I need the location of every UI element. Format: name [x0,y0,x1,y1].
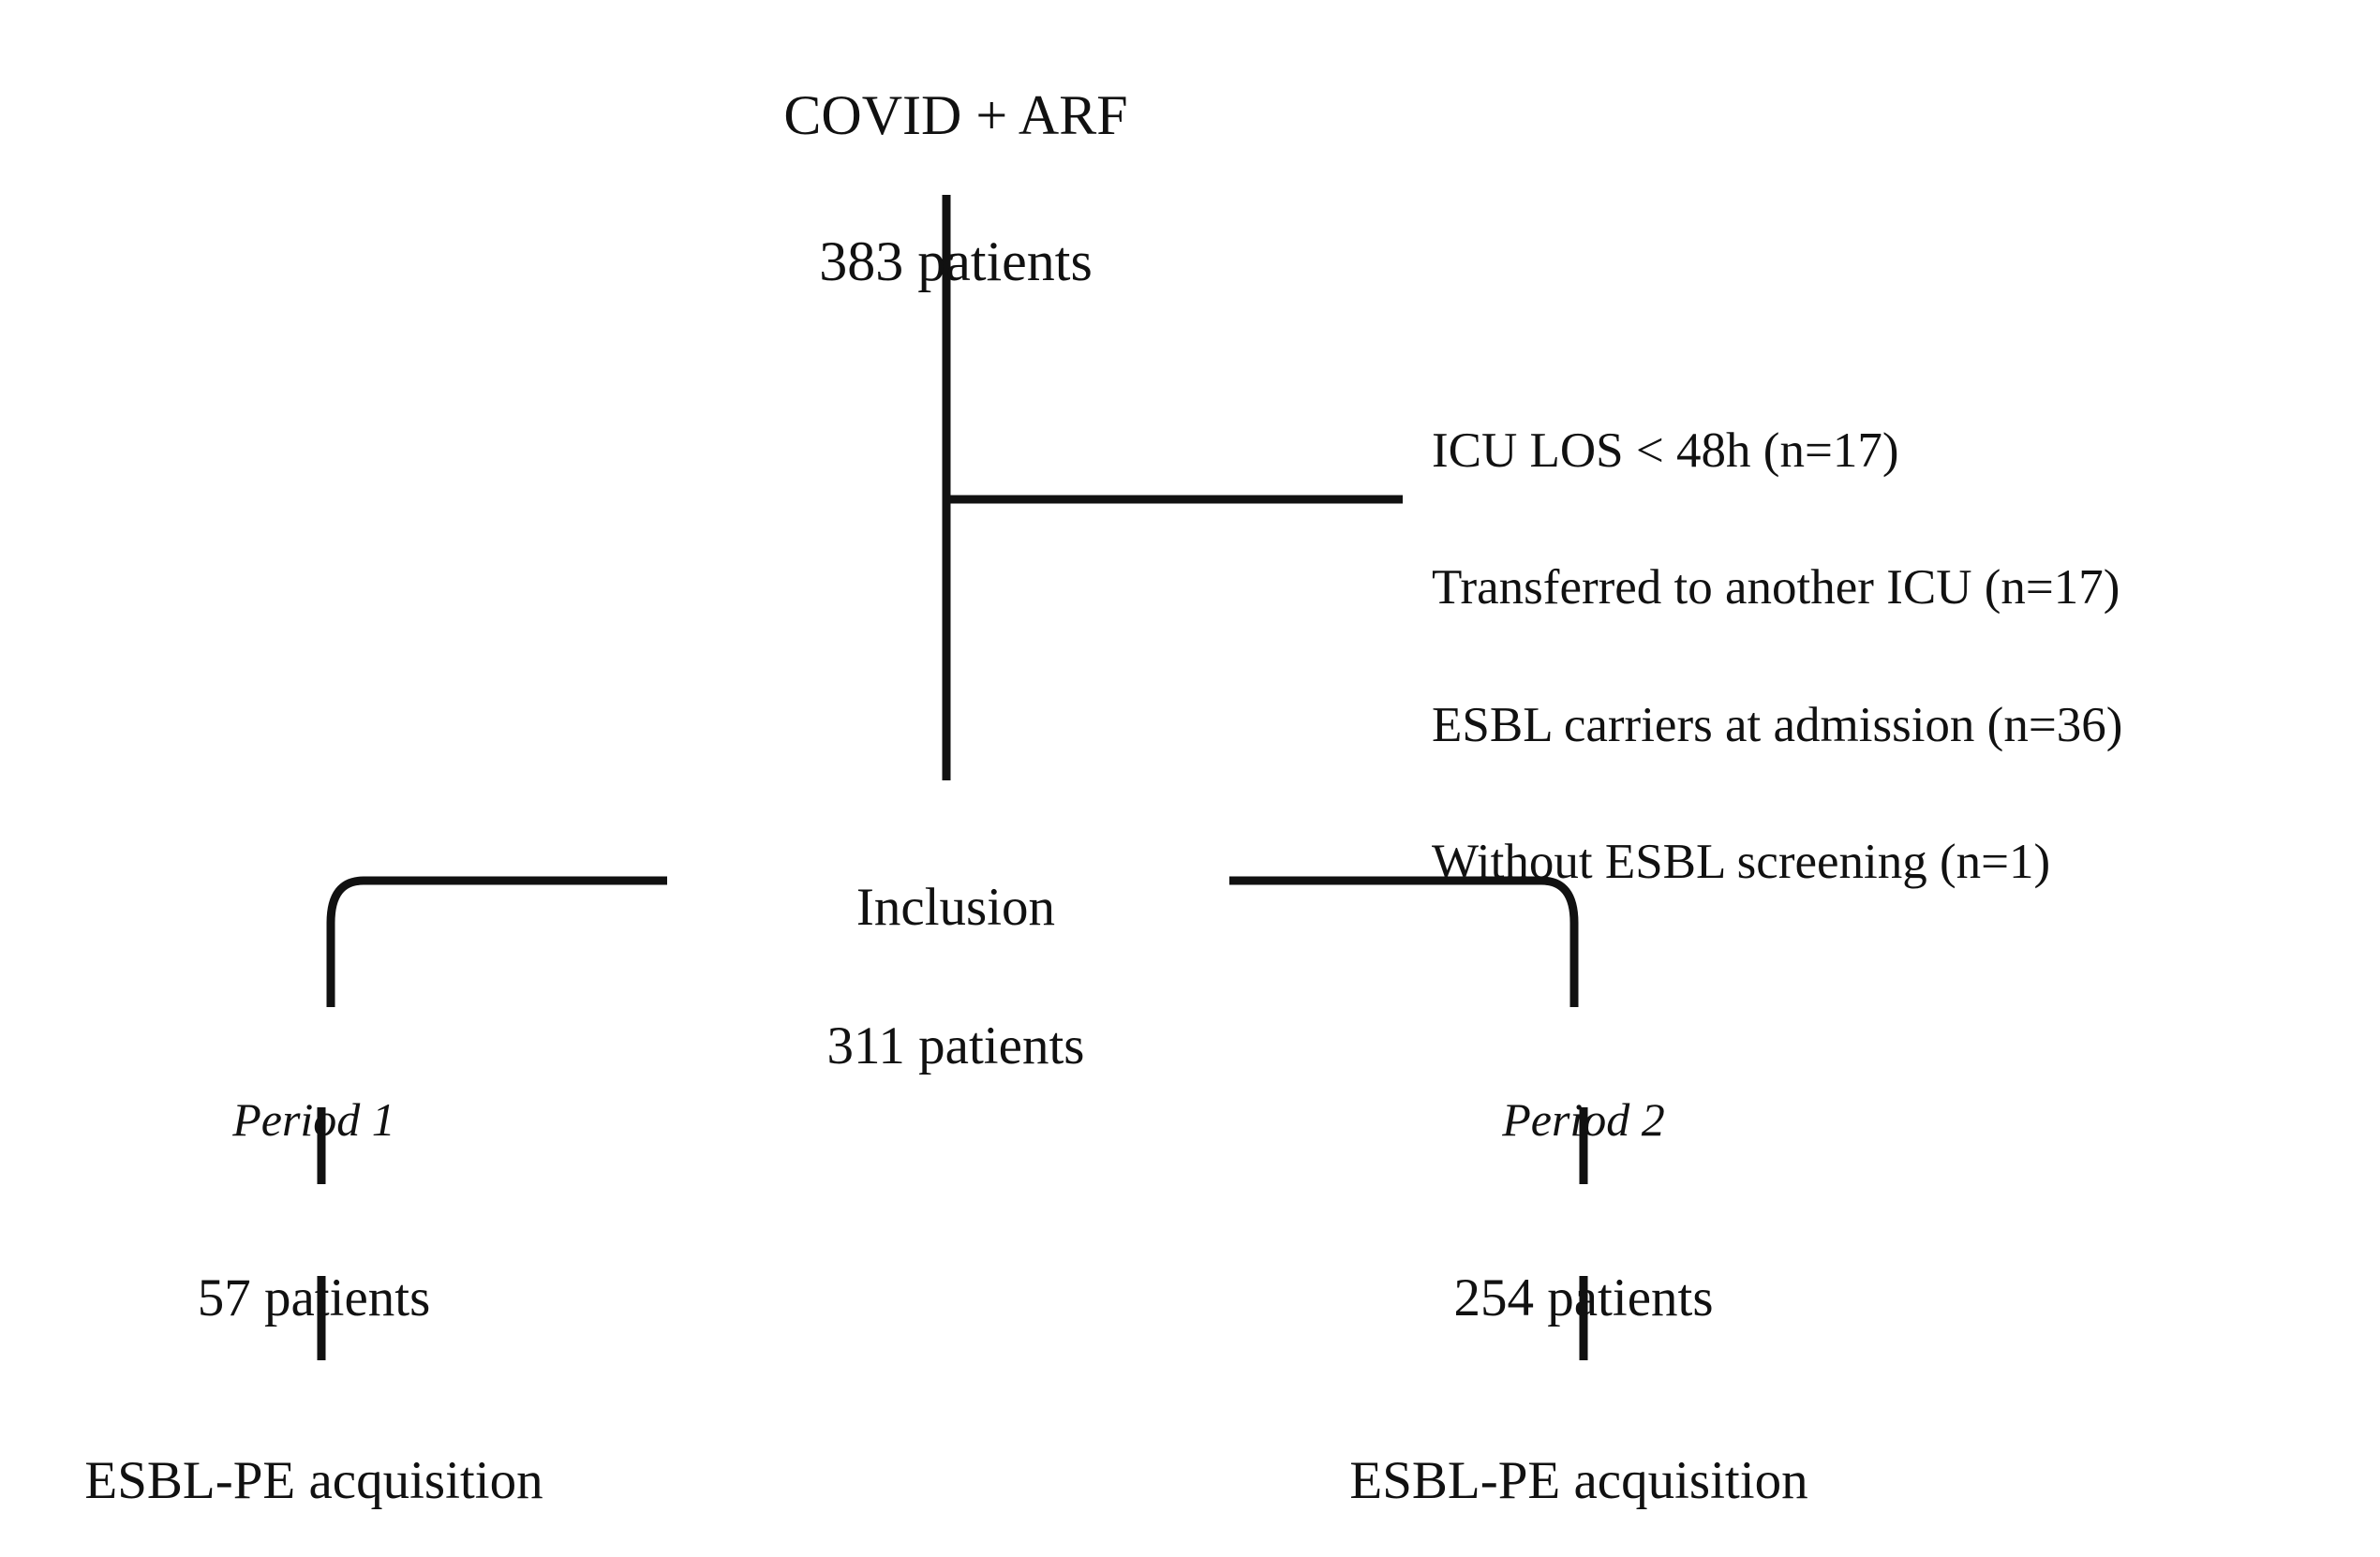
root-title: COVID + ARF [783,84,1128,146]
root-count: 383 patients [819,230,1093,292]
period2-outcome-title: ESBL-PE acquisition [1349,1451,1808,1511]
inclusion-count: 311 patients [826,1016,1085,1076]
node-exclusion-criteria: ICU LOS < 48h (n=17) Transferred to anot… [1432,348,2378,965]
period1-outcome-title: ESBL-PE acquisition [84,1451,543,1511]
node-period2-outcome: ESBL-PE acquisition 24 patients (9.4%) [1274,1377,1883,1557]
period2-count-text: 254 patients [1453,1268,1714,1328]
exclusion-item-no-screening: Without ESBL screening (n=1) [1432,834,2051,889]
exclusion-item-esbl-carriers: ESBL carriers at admission (n=36) [1432,697,2123,752]
exclusion-item-transferred: Transferred to another ICU (n=17) [1432,560,2120,615]
node-period2-label: Period 2 [1302,1029,1865,1211]
period1-count-text: 57 patients [197,1268,431,1328]
node-root-cohort: COVID + ARF 383 patients [487,6,1424,371]
node-inclusion: Inclusion 311 patients [581,804,1331,1150]
exclusion-item-icu-los: ICU LOS < 48h (n=17) [1432,423,1899,479]
inclusion-title: Inclusion [855,878,1056,938]
node-period1-count: 57 patients [33,1194,595,1402]
period2-label-text: Period 2 [1502,1093,1665,1146]
period1-label-text: Period 1 [232,1093,395,1146]
node-period1-label: Period 1 [33,1029,595,1211]
node-period1-outcome: ESBL-PE acquisition 13 patients (22.8%) [9,1377,618,1557]
node-period2-count: 254 patients [1302,1194,1865,1402]
